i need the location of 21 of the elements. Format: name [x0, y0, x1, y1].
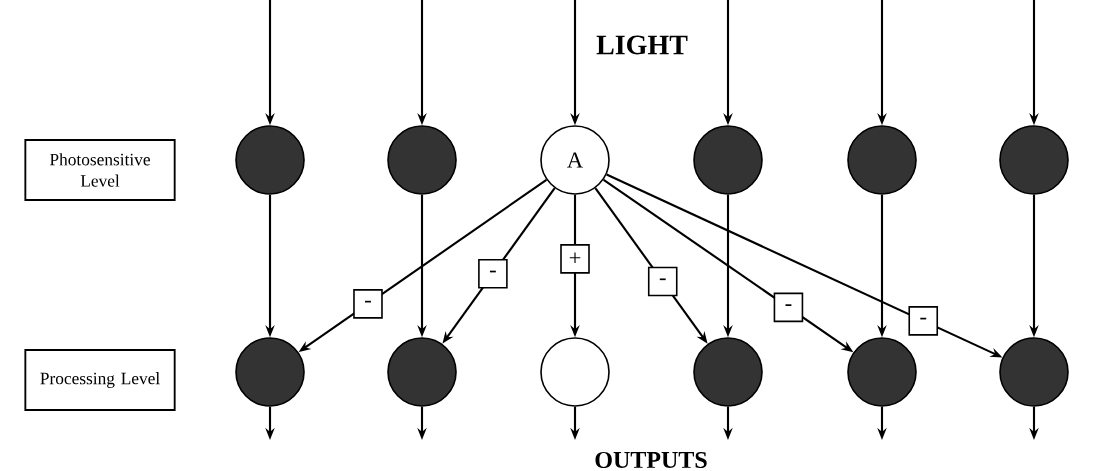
heading-label: LIGHT	[596, 35, 688, 55]
edge-label: +	[560, 244, 590, 274]
neuron-circle	[693, 337, 763, 407]
neuron-circle	[847, 337, 917, 407]
heading-label: OUTPUTS	[595, 451, 707, 469]
neuron-circle	[693, 125, 763, 195]
neuron-circle	[999, 125, 1069, 195]
edge-label: -	[478, 258, 508, 289]
neuron-circle	[235, 337, 305, 407]
neuron-circle	[387, 125, 457, 195]
neuron-circle	[235, 125, 305, 195]
level-box: Photosensitive Level	[24, 139, 176, 201]
edge-label: -	[773, 292, 804, 323]
edge-label: -	[647, 266, 678, 297]
edge-label: -	[908, 306, 939, 336]
level-box: Processing Level	[24, 349, 176, 411]
neuron-circle	[540, 337, 610, 407]
neuron-circle	[847, 125, 917, 195]
edge-label: -	[353, 289, 383, 319]
neuron-circle	[999, 337, 1069, 407]
neuron-circle	[387, 337, 457, 407]
